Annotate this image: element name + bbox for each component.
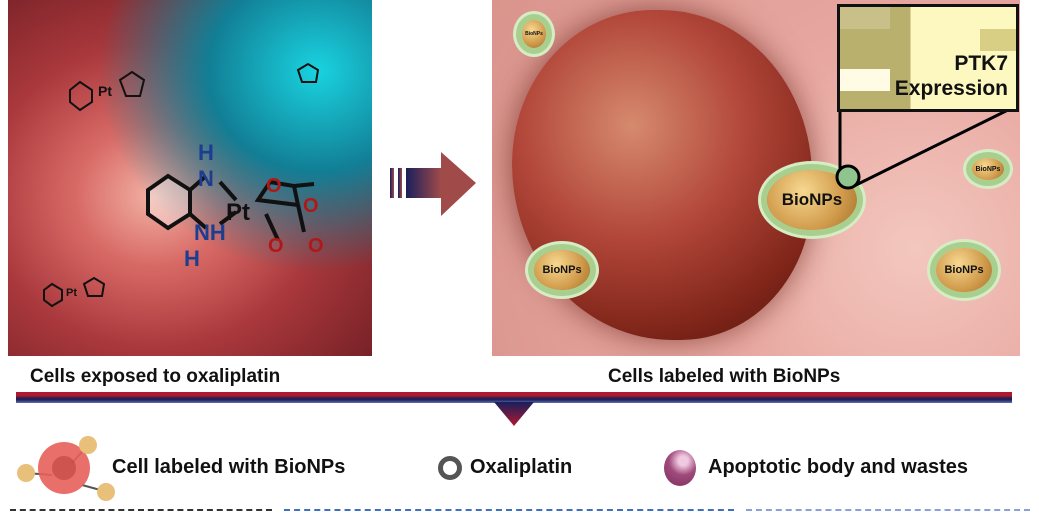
oxaliplatin-exposure-panel: H N Pt NH H O O O O Pt Pt	[8, 0, 372, 356]
bionp-label: BioNPs	[781, 190, 843, 209]
bionp-label: BioNPs	[975, 165, 1001, 173]
n-label: N	[198, 166, 214, 191]
o-label: O	[308, 235, 324, 257]
bionp-label: BioNPs	[542, 264, 582, 276]
right-panel-caption: Cells labeled with BioNPs	[608, 366, 841, 387]
inset-title-ptk7: PTK7	[954, 52, 1008, 75]
right-arrow-icon	[390, 152, 476, 216]
bionp-particle: BioNPs	[972, 158, 1004, 180]
bionp-particle: BioNPs	[767, 170, 857, 230]
oxaliplatin-molecule-illustration: H N Pt NH H O O O O Pt Pt	[43, 62, 324, 308]
dashed-box-left	[10, 509, 272, 523]
bionp-particle: BioNPs	[936, 248, 992, 292]
bionp-label: BioNPs	[525, 31, 543, 37]
legend-label-labeled-cell: Cell labeled with BioNPs	[112, 456, 346, 478]
o-label: O	[268, 235, 284, 257]
divider-bar	[16, 392, 1012, 403]
bionp-particle: BioNPs	[522, 20, 546, 48]
oxaliplatin-molecule-large	[146, 173, 315, 241]
ptk7-expression-inset: PTK7 Expression	[837, 4, 1019, 112]
o-label: O	[303, 195, 319, 217]
legend-label-oxaliplatin: Oxaliplatin	[470, 456, 573, 478]
o-label: O	[266, 175, 282, 197]
left-panel-caption: Cells exposed to oxaliplatin	[30, 366, 281, 387]
bionp-label: BioNPs	[944, 264, 984, 276]
dashed-box-middle	[284, 509, 734, 523]
zoom-callout-lines	[835, 106, 1013, 190]
apoptotic-body-icon	[664, 450, 696, 486]
bionp-labeling-panel: BioNPs BioNPs BioNPs BioNPs BioNPs PTK7 …	[492, 0, 1020, 356]
nh-h-label: H	[198, 140, 214, 165]
oxaliplatin-ring-icon	[438, 456, 462, 480]
nh-label: NH	[194, 220, 226, 245]
bionp-particle: BioNPs	[534, 250, 590, 290]
legend-label-apoptotic-body: Apoptotic body and wastes	[708, 456, 969, 478]
labeled-cell-icon	[12, 435, 122, 505]
pt-label-small: Pt	[98, 83, 112, 99]
inset-title-expression: Expression	[894, 77, 1008, 100]
dashed-box-right	[746, 509, 1030, 523]
down-pointer-icon	[494, 402, 534, 426]
pt-label-small: Pt	[66, 287, 77, 299]
oxaliplatin-molecule-small	[43, 62, 320, 308]
h-label: H	[184, 246, 200, 271]
pt-label: Pt	[226, 199, 250, 226]
